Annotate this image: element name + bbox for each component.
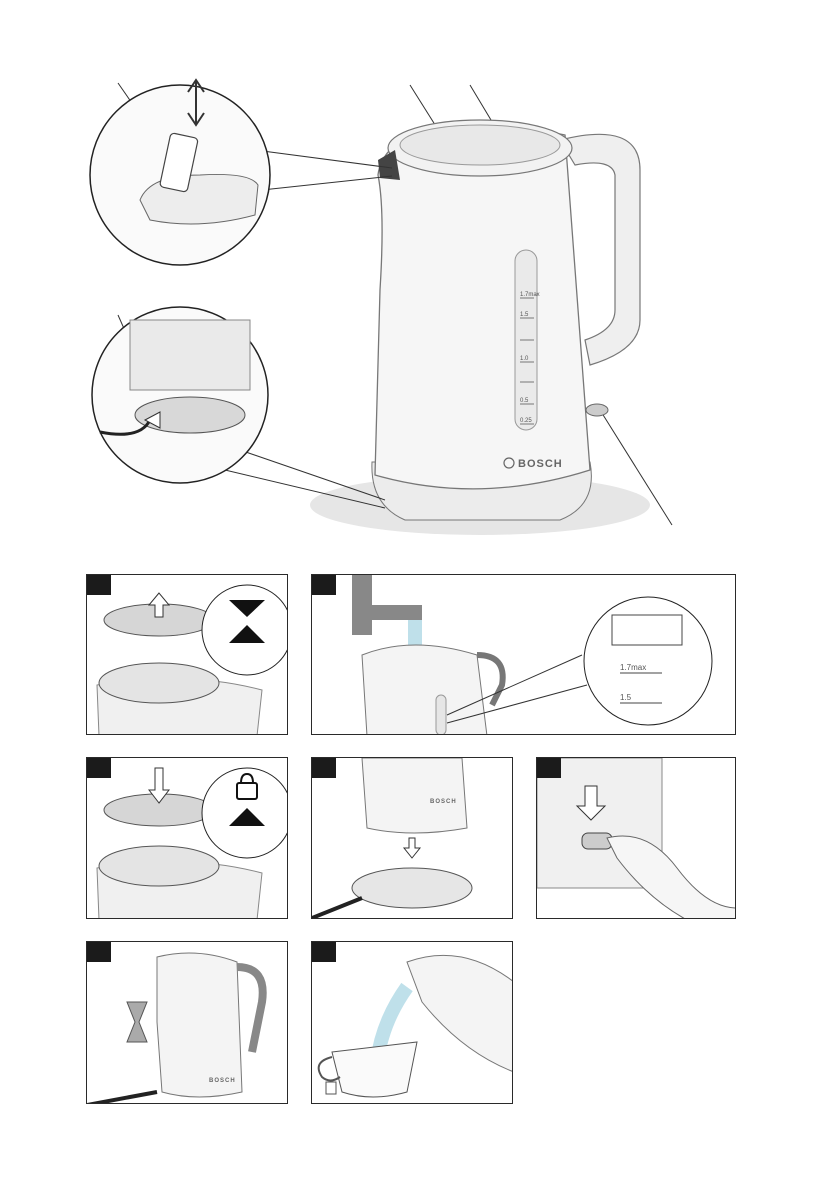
brand-logo-text: BOSCH <box>430 799 457 805</box>
power-cable <box>87 1092 157 1104</box>
zoom-kettle-top <box>140 174 258 224</box>
tap-spout <box>372 605 422 620</box>
kettle-body <box>375 127 590 489</box>
small-window <box>436 695 446 735</box>
zoom-mark-1-5: 1.5 <box>620 693 632 702</box>
down-arrow-icon <box>404 838 420 858</box>
small-kettle-handle <box>237 967 263 1052</box>
brand-logo-text: BOSCH <box>209 1078 236 1084</box>
small-kettle <box>157 953 242 1097</box>
label-placeholder-box <box>612 615 682 645</box>
tea-bag-tag <box>326 1082 336 1094</box>
step-panel-switch-on <box>536 757 736 919</box>
step-panel-place-on-base: BOSCH <box>311 757 513 919</box>
zoom-base-plate <box>135 397 245 433</box>
hourglass-icon <box>127 1002 147 1042</box>
zoom-connector-top-2 <box>240 450 385 500</box>
step-badge <box>87 758 111 778</box>
kettle-lower-half <box>362 758 467 833</box>
zoom-mark-max: 1.7max <box>620 663 646 672</box>
lid-ring-lower <box>99 663 219 703</box>
power-cable <box>312 898 362 918</box>
step-badge <box>312 758 336 778</box>
scale-mark-max: 1.7max <box>520 292 540 298</box>
main-kettle-illustration: 1.7max 1.5 1.0 0.5 0.25 BOSCH <box>0 0 839 560</box>
step-panel-boiling: BOSCH <box>86 941 288 1104</box>
tea-cup <box>332 1042 417 1097</box>
step-panel-pour <box>311 941 513 1104</box>
on-off-switch <box>586 404 608 416</box>
step-badge <box>537 758 561 778</box>
small-kettle <box>362 645 487 735</box>
power-base <box>352 868 472 908</box>
step-panel-fill-water: 1.7max 1.5 <box>311 574 736 735</box>
scale-mark-0-25: 0.25 <box>520 418 532 424</box>
step-badge <box>312 942 336 962</box>
kettle-lid-inner <box>400 125 560 165</box>
step-badge <box>87 575 111 595</box>
step-badge <box>312 575 336 595</box>
lid-ring-lower <box>99 846 219 886</box>
tap <box>352 575 372 635</box>
zoom-kettle-bottom <box>130 320 250 390</box>
scale-mark-1-0: 1.0 <box>520 356 529 362</box>
zoom-connector-top <box>255 150 392 168</box>
zoom-connector-bottom <box>262 176 392 190</box>
brand-logo-text: BOSCH <box>518 458 563 470</box>
step-panel-lid-close <box>86 757 288 919</box>
scale-mark-1-5: 1.5 <box>520 312 529 318</box>
on-off-switch <box>582 833 612 849</box>
step-panel-lid-open <box>86 574 288 735</box>
step-badge <box>87 942 111 962</box>
pouring-kettle <box>407 955 513 1072</box>
scale-mark-0-5: 0.5 <box>520 398 529 404</box>
